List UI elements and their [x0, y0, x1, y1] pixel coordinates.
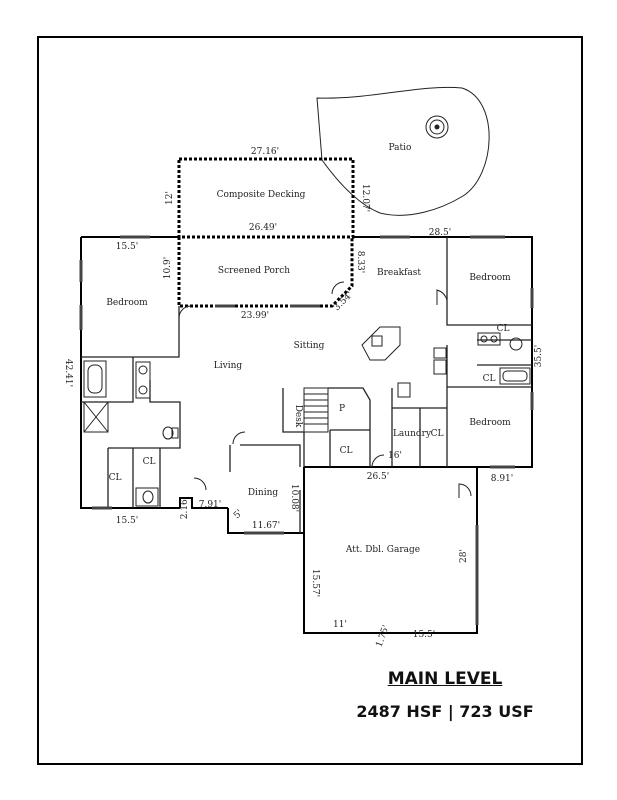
room-label-cl-left: CL	[109, 473, 122, 483]
windows	[79, 235, 534, 625]
dim-garage-left: 15.57'	[310, 569, 320, 597]
door-swings	[178, 281, 472, 498]
dim-porch-bottom: 23.99'	[241, 311, 269, 321]
room-label-composite-decking: Composite Decking	[217, 190, 306, 200]
dim-garage-left-notch: 16'	[388, 451, 402, 461]
dim-porch-right: 8.33'	[355, 251, 365, 274]
kitchen-island-icon	[361, 326, 401, 361]
room-label-cl-laundry: CL	[431, 429, 444, 439]
house-walls	[80, 236, 533, 634]
dim-left-side: 42.41'	[63, 359, 73, 387]
dim-bedroom-top: 15.5'	[116, 242, 139, 252]
room-label-cl-right-bath: CL	[497, 324, 510, 334]
dim-deck-bottom: 26.49'	[249, 223, 277, 233]
patio-outline	[316, 86, 490, 216]
dim-entry-width: 2.16'	[180, 497, 190, 520]
room-label-dining: Dining	[248, 488, 279, 498]
patio-table-icon	[425, 115, 449, 139]
screened-porch-outline	[177, 237, 354, 308]
room-label-breakfast: Breakfast	[377, 268, 421, 278]
room-label-desk: Desk	[293, 405, 303, 428]
room-label-pantry: P	[339, 404, 345, 414]
room-label-living: Living	[214, 361, 243, 371]
dim-porch-angle: 3.54'	[332, 290, 355, 313]
room-label-patio: Patio	[389, 143, 412, 153]
room-label-garage: Att. Dbl. Garage	[345, 545, 420, 555]
room-label-screened-porch: Screened Porch	[218, 266, 290, 276]
composite-decking-outline	[177, 157, 355, 239]
page-frame	[37, 36, 583, 765]
dim-garage-bottom-right: 15.5'	[413, 630, 436, 640]
room-label-bedroom-right-bottom: Bedroom	[469, 418, 511, 428]
stairs-icon	[303, 387, 329, 433]
dim-garage-bottom-mid: 1.75'	[375, 624, 392, 649]
room-label-cl-hall: CL	[143, 457, 156, 467]
dim-garage-top: 26.5'	[367, 472, 390, 482]
dim-entry-depth: 7.91'	[199, 500, 222, 510]
dim-dining-angle: 5'	[232, 508, 245, 521]
dim-deck-right: 12.07'	[360, 184, 370, 212]
dim-garage-right: 28'	[459, 549, 469, 563]
dim-deck-left: 12'	[165, 191, 175, 205]
level-title: MAIN LEVEL	[387, 669, 503, 689]
room-label-sitting: Sitting	[294, 341, 325, 351]
interior-walls	[81, 237, 532, 533]
dim-breakfast-top: 28.5'	[429, 228, 452, 238]
dim-garage-right-top: 8.91'	[491, 474, 514, 484]
room-label-cl-right-closet: CL	[483, 374, 496, 384]
room-label-bedroom-right-top: Bedroom	[469, 273, 511, 283]
dim-porch-left: 10.9'	[163, 257, 173, 280]
area-summary: 2487 HSF | 723 USF	[356, 702, 534, 721]
right-bath-fixtures	[477, 332, 531, 385]
room-label-cl-stair: CL	[340, 446, 353, 456]
left-bath-fixtures	[83, 360, 179, 507]
room-label-bedroom-left: Bedroom	[106, 298, 148, 308]
dim-deck-top: 27.16'	[251, 147, 279, 157]
room-label-laundry: Laundry	[393, 429, 432, 439]
dim-right-side: 35.5'	[534, 345, 544, 368]
dim-garage-bottom-left: 11'	[333, 620, 347, 630]
dim-dining-bottom: 11.67'	[252, 521, 280, 531]
dim-dining-side: 10.08'	[289, 484, 299, 512]
dim-bottom-left: 15.5'	[116, 516, 139, 526]
appliance-icons	[397, 347, 447, 398]
